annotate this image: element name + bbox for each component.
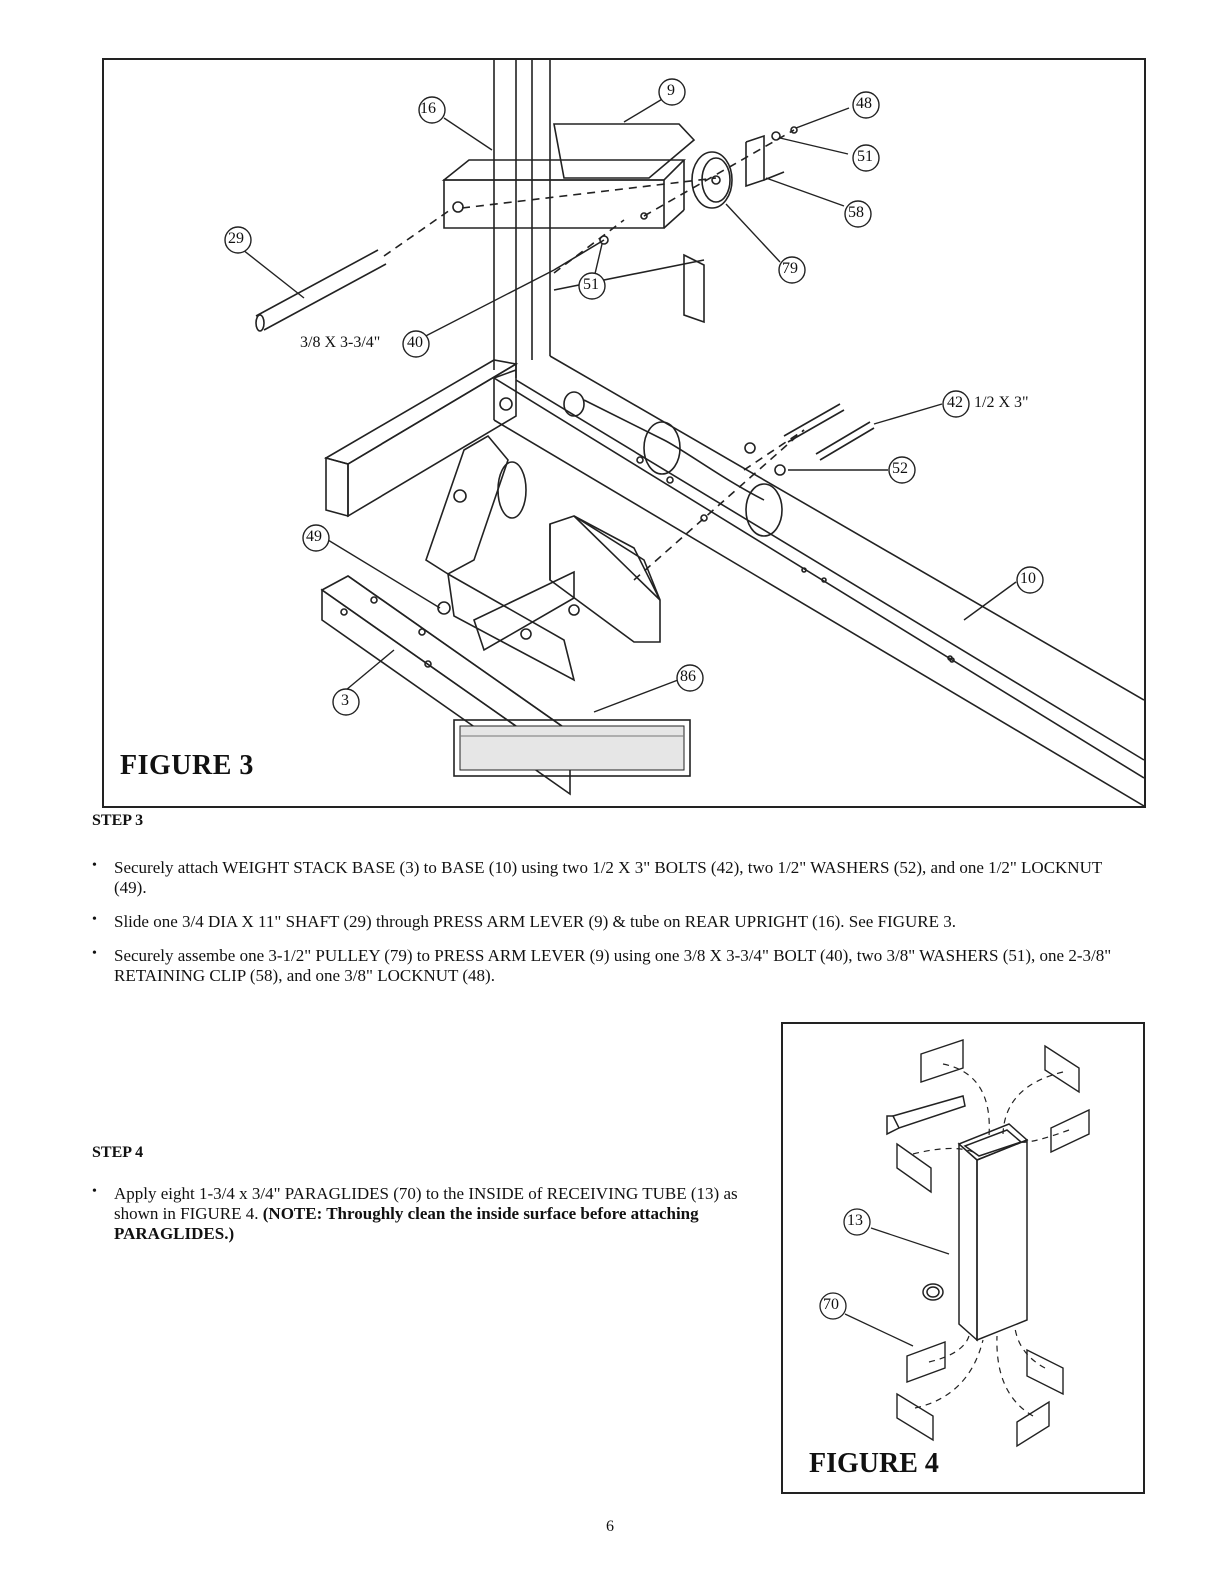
bolts-42-part — [744, 403, 875, 476]
receiving-tube-part — [886, 1095, 1029, 1342]
callout-48: 48 — [856, 95, 872, 112]
callout-70: 70 — [823, 1296, 839, 1313]
figure-3-panel: 16 9 48 51 58 79 29 51 3/8 X 3-3/4" 40 4… — [102, 58, 1146, 808]
plate-bracket-part — [549, 515, 661, 643]
callout-16: 16 — [420, 100, 436, 117]
figure-4-panel: 13 70 FIGURE 4 — [781, 1022, 1145, 1494]
bolt-42-size-label: 1/2 X 3" — [974, 394, 1029, 411]
callout-13: 13 — [847, 1212, 863, 1229]
paraglides-part — [896, 1039, 1090, 1448]
leader-lines — [237, 97, 1017, 713]
figure-3-drawing — [224, 60, 1144, 806]
step-4-bullet-text: Apply eight 1-3/4 x 3/4" PARAGLIDES (70)… — [114, 1184, 738, 1224]
pulley-79-part — [691, 151, 733, 209]
step-4-heading: STEP 4 — [92, 1144, 144, 1161]
press-arm-lever-part — [441, 123, 696, 229]
paraglide-guide-lines — [912, 1063, 1070, 1417]
step-3-bullet-1: Securely attach WEIGHT STACK BASE (3) to… — [92, 858, 1132, 898]
assembly-lines — [383, 129, 805, 581]
page-number: 6 — [606, 1518, 614, 1535]
pad-86-part — [453, 719, 691, 777]
support-arm-part — [425, 434, 527, 575]
callout-49: 49 — [306, 528, 322, 545]
callout-42: 42 — [947, 394, 963, 411]
callout-circles — [224, 78, 1044, 716]
callout-40: 40 — [407, 334, 423, 351]
callout-9: 9 — [667, 82, 675, 99]
shaft-29-part — [255, 249, 387, 332]
step-3-bullet-2: Slide one 3/4 DIA X 11" SHAFT (29) throu… — [92, 912, 1132, 932]
step-3-list: Securely attach WEIGHT STACK BASE (3) to… — [92, 858, 1132, 1000]
figure-4-callout-circles — [819, 1208, 871, 1320]
callout-58: 58 — [848, 204, 864, 221]
step-3-bullet-3: Securely assembe one 3-1/2" PULLEY (79) … — [92, 946, 1132, 986]
step-4-list: Apply eight 1-3/4 x 3/4" PARAGLIDES (70)… — [92, 1184, 752, 1258]
base-pulleys-part — [563, 391, 783, 537]
callout-86: 86 — [680, 668, 696, 685]
step-3-heading: STEP 3 — [92, 812, 144, 829]
callout-52: 52 — [892, 460, 908, 477]
callout-29: 29 — [228, 230, 244, 247]
retaining-clip-part — [745, 134, 785, 188]
callout-51-top: 51 — [857, 148, 873, 165]
base-10-part — [493, 355, 1144, 806]
figure-4-title: FIGURE 4 — [809, 1448, 939, 1479]
callout-79: 79 — [782, 260, 798, 277]
step-4-bullet: Apply eight 1-3/4 x 3/4" PARAGLIDES (70)… — [92, 1184, 752, 1244]
step-4-bullet-note: (NOTE: Throughly clean the inside surfac… — [114, 1204, 699, 1244]
figure-4-drawing — [819, 1039, 1090, 1448]
figure-3-title: FIGURE 3 — [120, 750, 254, 781]
rear-upright-part — [493, 60, 551, 378]
callout-51-bottom: 51 — [583, 276, 599, 293]
callout-10: 10 — [1020, 570, 1036, 587]
rear-cross-base-part — [323, 253, 705, 518]
bolt-40-size-label: 3/8 X 3-3/4" — [300, 334, 381, 351]
callout-3: 3 — [341, 692, 349, 709]
